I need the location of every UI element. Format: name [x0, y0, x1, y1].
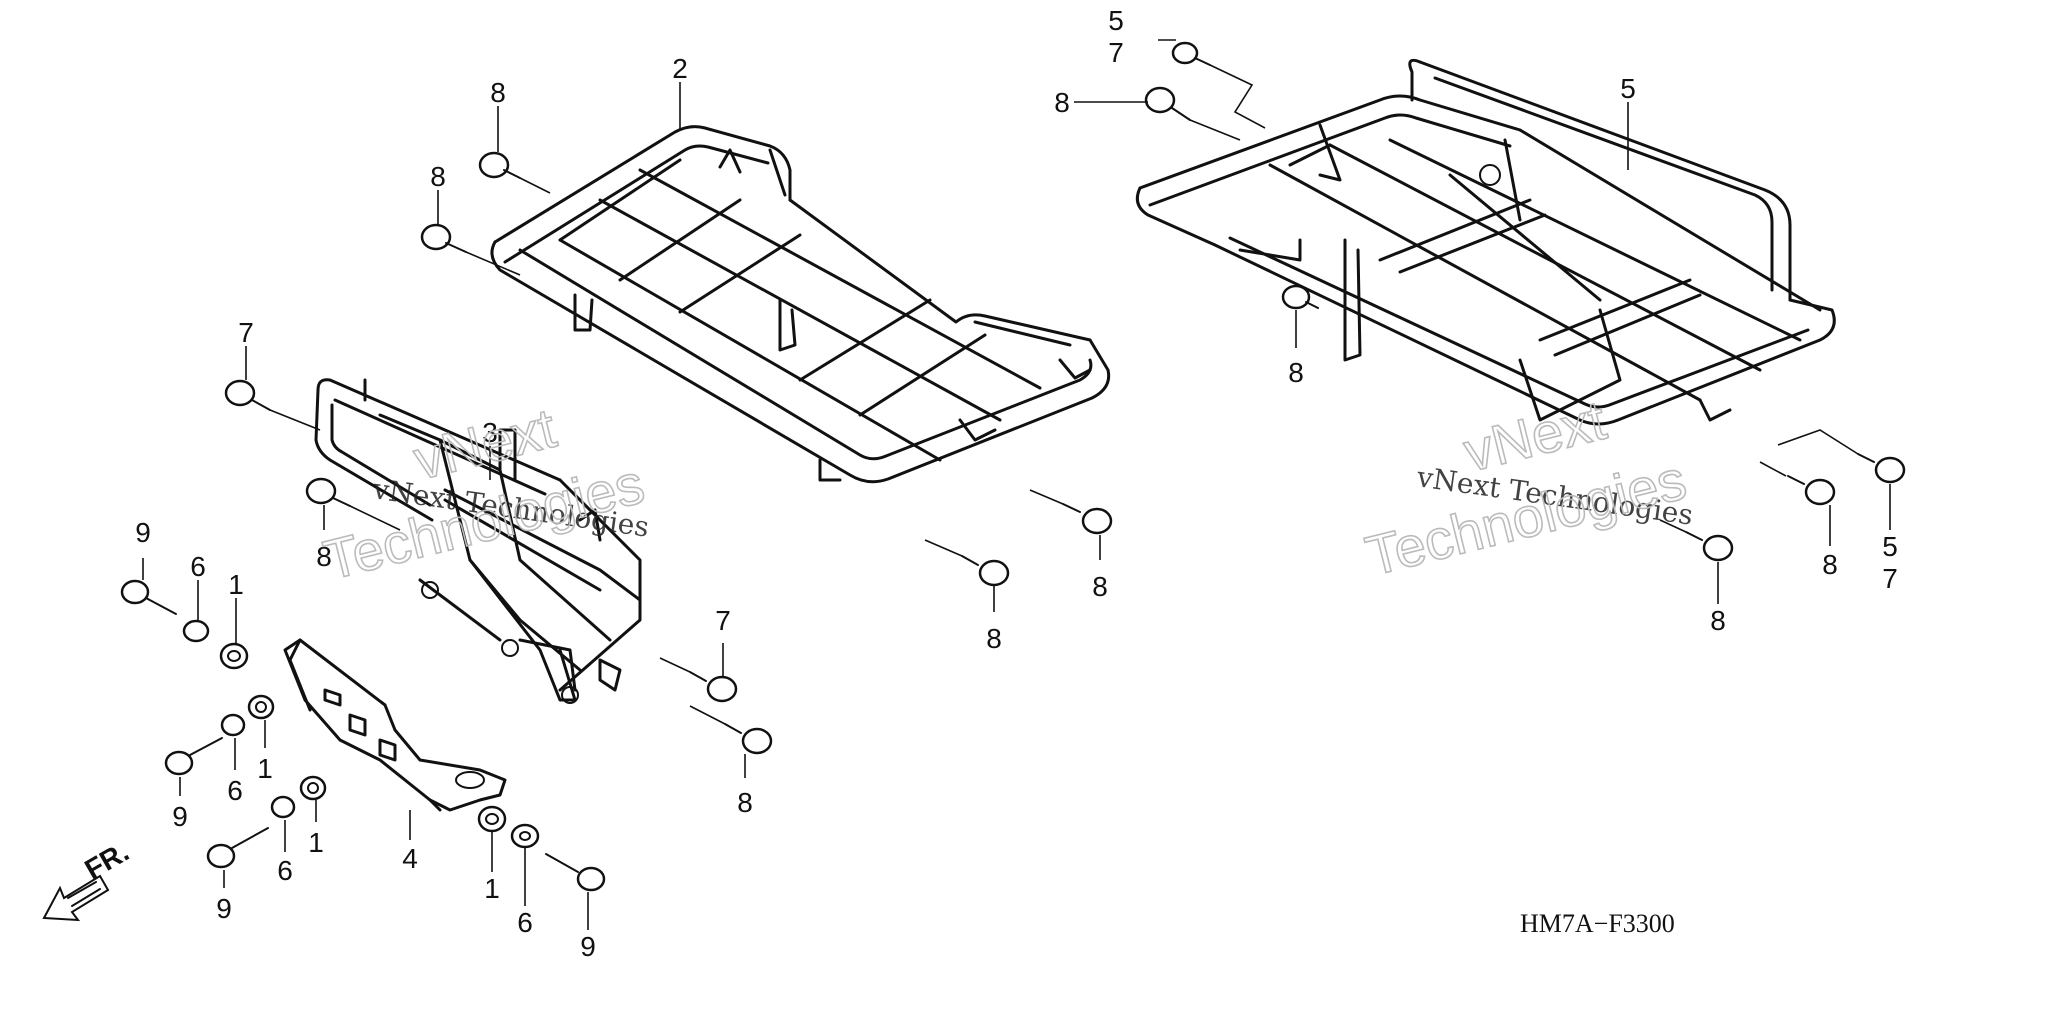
bolt-7-guard-right: [689, 671, 738, 703]
callout-5: 5: [1620, 73, 1636, 104]
callout-7: 7: [715, 605, 731, 636]
callout-8: 8: [1822, 549, 1838, 580]
callout-9: 9: [135, 517, 151, 548]
bolt-8-guard-right: [724, 723, 773, 755]
carrier-rack-5: [1135, 58, 1836, 426]
leader-lines: [142, 39, 1891, 930]
nut-1-c: [299, 775, 327, 801]
bolt-8-rack5-left: [1144, 86, 1191, 121]
front-label: FR.: [80, 836, 135, 885]
callout-6: 6: [227, 775, 243, 806]
callout-6: 6: [277, 855, 293, 886]
front-guard-3: [314, 378, 642, 704]
bolt-8-rack5-bottom-a: [1685, 531, 1734, 562]
washer-6-d: [510, 823, 540, 849]
callout-2: 2: [672, 53, 688, 84]
bolt-8-rack5-under: [1281, 284, 1319, 310]
callout-9: 9: [172, 801, 188, 832]
bolt-9-a: [120, 579, 177, 615]
bolt-9-c: [206, 827, 269, 869]
callout-1: 1: [308, 827, 324, 858]
watermark-left: vNext Technologies vNext Technologies: [317, 395, 651, 592]
callout-8: 8: [1054, 87, 1070, 118]
callout-8: 8: [490, 77, 506, 108]
carrier-rack-2: [490, 125, 1111, 484]
callout-8: 8: [316, 541, 332, 572]
callout-7: 7: [1108, 37, 1124, 68]
callout-5: 5: [1882, 531, 1898, 562]
front-direction-arrow: FR.: [42, 836, 135, 922]
washer-6-b: [220, 713, 246, 737]
nut-1-d: [477, 805, 507, 833]
callout-6: 6: [517, 907, 533, 938]
callout-9: 9: [580, 931, 596, 962]
callout-8: 8: [1288, 357, 1304, 388]
bolt-9-b: [164, 737, 223, 776]
nut-1-b: [247, 694, 275, 720]
callout-8: 8: [430, 161, 446, 192]
bolt-7-guard-top: [224, 379, 271, 411]
callout-8: 8: [1710, 605, 1726, 636]
bolt-8-mid-left: [420, 223, 467, 253]
bolt-8-rack2-bottom: [961, 555, 1010, 587]
callout-5: 5: [1108, 5, 1124, 36]
callout-1: 1: [228, 569, 244, 600]
callout-8: 8: [986, 623, 1002, 654]
callout-1: 1: [484, 873, 500, 904]
bolt-8-guard-left: [305, 477, 351, 507]
callout-1: 1: [257, 753, 273, 784]
fasteners: [120, 41, 1906, 892]
callouts: 2 8 8 5 7 8 5 8 7 3 8 9 6 1 8 8 7 8 9 6 …: [135, 5, 1898, 962]
callout-6: 6: [190, 551, 206, 582]
skid-plate-4: [283, 638, 507, 812]
callout-4: 4: [402, 843, 418, 874]
nut-1-a: [219, 642, 249, 670]
callout-9: 9: [216, 893, 232, 924]
callout-3: 3: [482, 417, 498, 448]
watermark-right: vNext Technologies vNext Technologies: [1359, 387, 1695, 588]
washer-6-c: [270, 795, 296, 819]
bolt-9-d: [545, 853, 606, 892]
bolt-8-rack5-bottom-b: [1787, 475, 1836, 506]
callout-7: 7: [1882, 563, 1898, 594]
bolt-5-7-top: [1171, 41, 1211, 66]
bolt-5-7-right: [1857, 453, 1906, 484]
bolt-8-rack2-right: [1062, 503, 1113, 535]
callout-8: 8: [737, 787, 753, 818]
callout-8: 8: [1092, 571, 1108, 602]
bolt-8-top-left: [478, 151, 521, 179]
callout-7: 7: [238, 317, 254, 348]
washer-6-a: [182, 619, 210, 643]
diagram-code: HM7A−F3300: [1520, 909, 1675, 938]
